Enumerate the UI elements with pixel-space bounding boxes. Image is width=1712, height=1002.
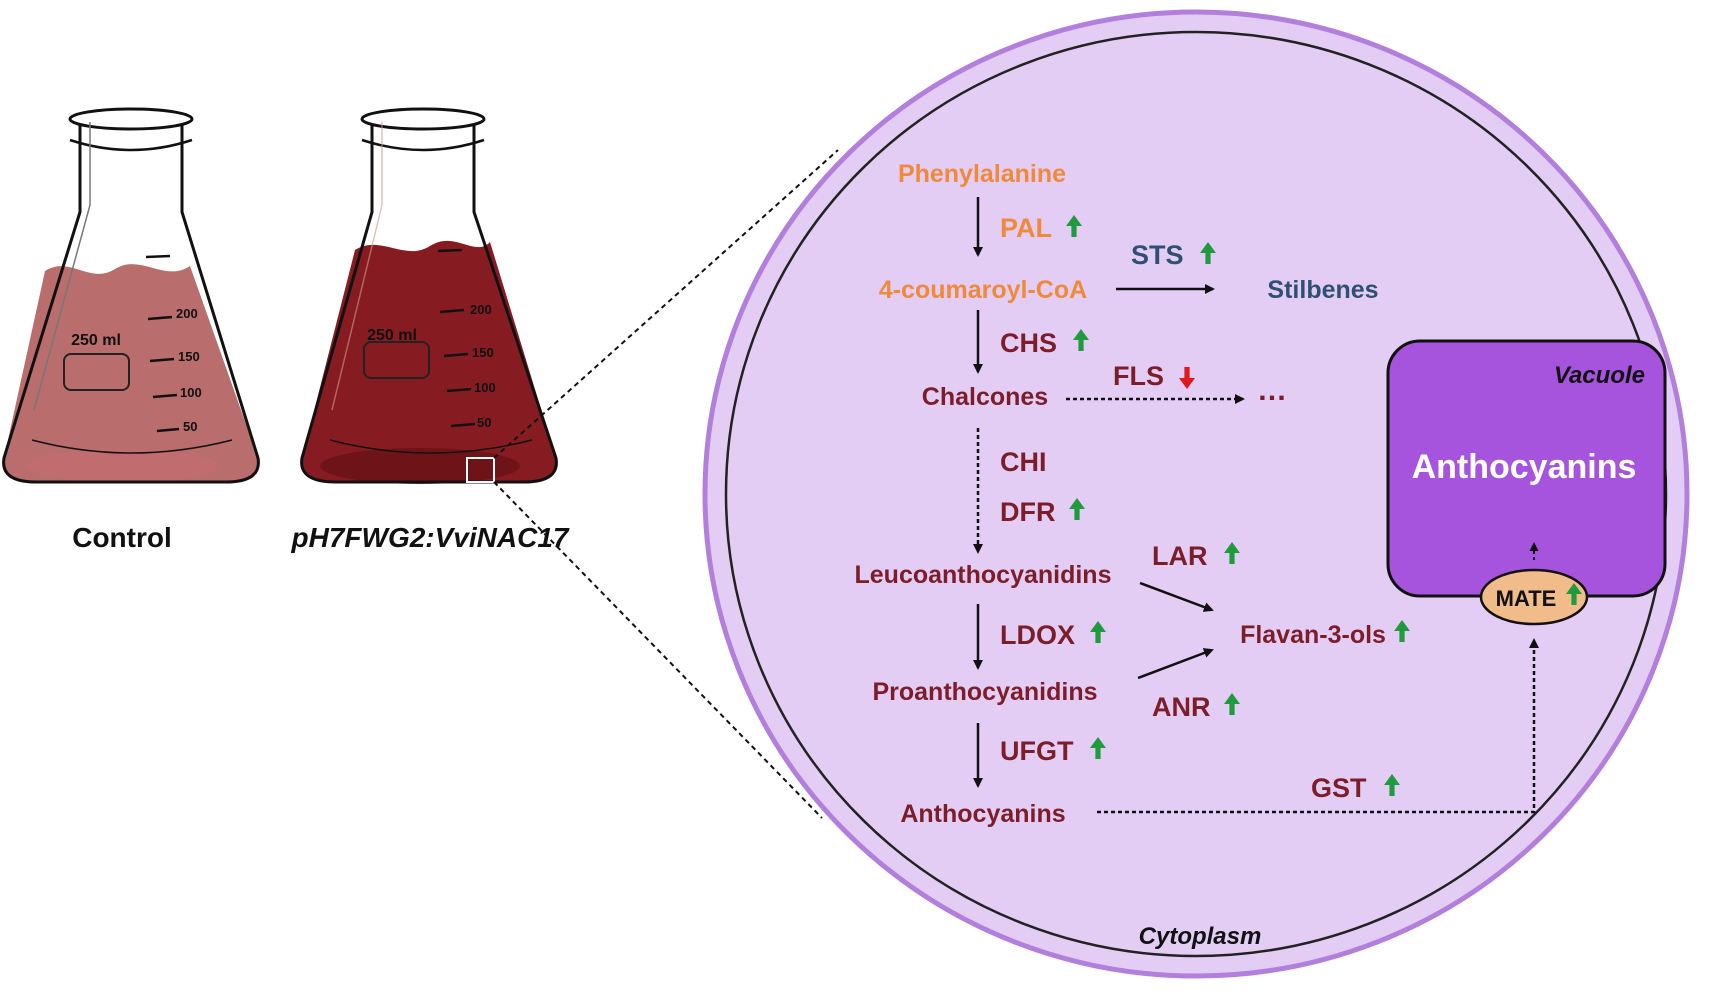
control-flask-outline — [2, 120, 260, 484]
control-mark-150: 150 — [178, 349, 200, 364]
metabolite-proanthocyanidins: Proanthocyanidins — [872, 678, 1097, 706]
control-sediment — [28, 449, 218, 483]
control-flask: 250 ml 200 150 100 50 Control — [2, 107, 260, 553]
cell: Cytoplasm Vacuole Anthocyanins MATE Phen… — [702, 9, 1690, 979]
transgenic-volume-label: 250 ml — [367, 327, 417, 344]
transgenic-mark-50: 50 — [477, 415, 491, 430]
enzyme-chs: CHS — [1000, 328, 1057, 358]
vacuole-anthocyanins: Anthocyanins — [1412, 448, 1637, 486]
zoom-box — [466, 457, 495, 483]
metabolite-chalcones: Chalcones — [922, 383, 1048, 411]
enzyme-lar: LAR — [1152, 541, 1208, 571]
vacuole-label: Vacuole — [1554, 362, 1645, 389]
cell-wall — [702, 9, 1690, 979]
transgenic-flask-outline — [300, 120, 558, 484]
control-mark-200: 200 — [176, 306, 198, 321]
enzyme-dfr: DFR — [1000, 497, 1056, 527]
enzyme-pal: PAL — [1000, 213, 1052, 243]
control-liquid — [3, 264, 259, 482]
metabolite-phenylalanine: Phenylalanine — [898, 160, 1066, 188]
enzyme-gst: GST — [1311, 773, 1367, 803]
enzyme-anr: ANR — [1152, 692, 1211, 722]
control-mark-50: 50 — [183, 419, 197, 434]
mate-label: MATE — [1496, 586, 1557, 611]
metabolite-leucoanthocyanidins: Leucoanthocyanidins — [855, 561, 1112, 589]
control-mark-100: 100 — [180, 385, 202, 400]
metabolite-4-coumaroyl-coa: 4-coumaroyl-CoA — [879, 276, 1087, 304]
enzyme-ldox: LDOX — [1000, 620, 1075, 650]
cytoplasm-label: Cytoplasm — [1139, 923, 1262, 950]
control-label: Control — [72, 522, 172, 553]
enzyme-ufgt: UFGT — [1000, 736, 1074, 766]
zoom-connectors — [493, 149, 839, 819]
transgenic-mark-200: 200 — [470, 302, 492, 317]
metabolite-flavan-3-ols: Flavan-3-ols — [1240, 621, 1386, 649]
enzyme-fls: FLS — [1113, 361, 1164, 391]
transgenic-mark-150: 150 — [472, 345, 494, 360]
transgenic-label: pH7FWG2:VviNAC17 — [291, 522, 570, 553]
transgenic-flask: 250 ml 200 150 100 50 pH7FWG2:VviNAC17 — [291, 107, 570, 553]
metabolite-stilbenes: Stilbenes — [1267, 276, 1378, 304]
enzyme-chi: CHI — [1000, 447, 1047, 477]
control-volume-label: 250 ml — [71, 332, 121, 349]
mate-transporter — [1479, 568, 1589, 626]
transgenic-mark-100: 100 — [474, 380, 496, 395]
metabolite-ellipsis: … — [1257, 374, 1287, 407]
metabolite-anthocyanins: Anthocyanins — [900, 800, 1065, 828]
enzyme-sts: STS — [1131, 240, 1184, 270]
pathway-arrows — [973, 197, 1539, 814]
